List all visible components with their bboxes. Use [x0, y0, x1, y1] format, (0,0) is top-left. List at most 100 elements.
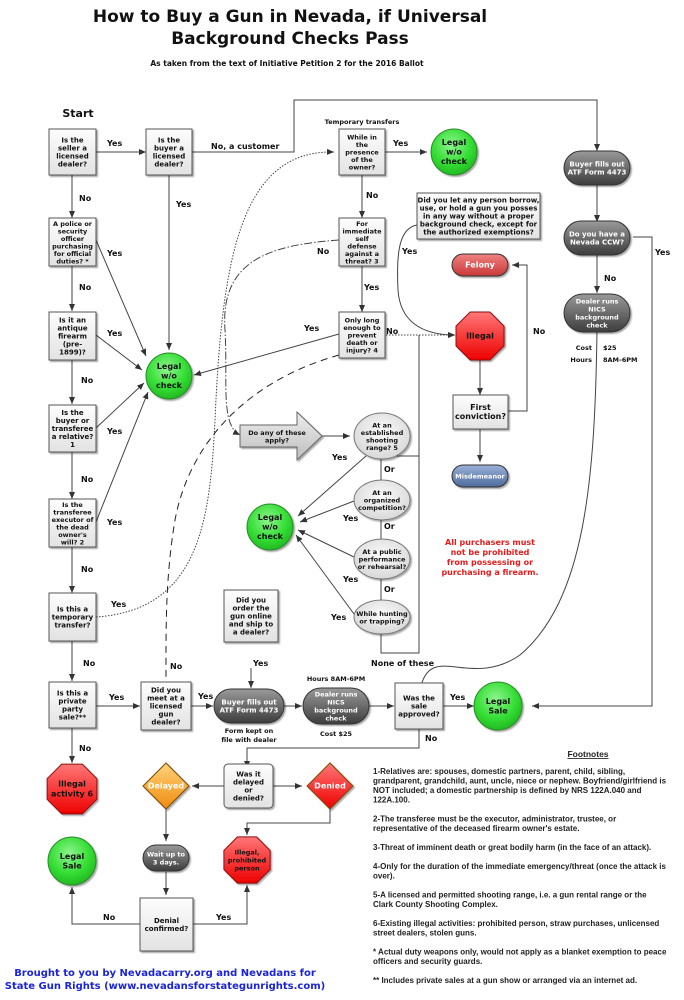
label-no: No	[425, 734, 438, 743]
node-hunting-shape	[353, 599, 411, 635]
node-any-apply-shape	[239, 410, 323, 462]
node-text: NICS	[588, 306, 606, 314]
node-self-defense-shape	[338, 217, 386, 267]
footer-line-1: Brought to you by Nevadacarry.org and Ne…	[14, 968, 316, 979]
node-misdemeanor[interactable]: Misdemeanor	[451, 464, 509, 488]
node-denied[interactable]: Denied	[306, 762, 354, 810]
node-text: Is the	[61, 137, 84, 145]
edge-hunting-legal	[295, 534, 355, 615]
node-text: Denied	[314, 782, 346, 791]
node-text: Nevada CCW?	[570, 239, 624, 247]
node-text: Legal	[258, 513, 283, 522]
node-misdemeanor-shape	[451, 464, 509, 488]
footnote-7-line: officers and security guards.	[373, 957, 482, 966]
node-private-sale-shape	[48, 681, 97, 729]
edge-denied-prohibited	[244, 809, 331, 835]
label-yes: Yes	[108, 693, 124, 702]
node-text: self	[355, 235, 369, 243]
node-text: Misdemeanor	[455, 473, 505, 481]
node-delayed[interactable]: Delayed	[142, 762, 190, 810]
node-text: activity 6	[51, 790, 93, 799]
footnote-8-line: ** Includes private sales at a gun show …	[373, 976, 637, 985]
footnotes-heading: Footnotes	[567, 749, 608, 759]
node-text: Did you	[151, 687, 181, 695]
node-text: ATF Form 4473	[220, 707, 279, 715]
edge-onlylong-legal	[193, 333, 340, 376]
label-no: No	[83, 659, 96, 668]
node-text: defense	[347, 242, 377, 250]
node-presence-shape	[338, 128, 386, 176]
node-text: check	[586, 322, 608, 330]
node-buyer-form-bottom-shape	[213, 688, 285, 724]
node-text: While hunting	[356, 610, 408, 618]
node-wait[interactable]: Wait up to3 days.	[142, 844, 190, 872]
label-no: No	[170, 662, 183, 671]
label-yes: Yes	[252, 659, 268, 668]
node-text: Did you	[236, 597, 266, 605]
footnote-1-line: NOT included; a domestic partnership is …	[373, 786, 642, 795]
node-text: NICS	[327, 699, 345, 707]
label-yes: Yes	[215, 913, 231, 922]
node-text: Legal	[442, 138, 467, 147]
node-text: 3 days.	[153, 859, 179, 867]
node-legal-sale-shape	[473, 681, 523, 731]
nics-bottom-hours: Hours 8AM-6PM	[307, 675, 365, 683]
node-text: owner's	[58, 531, 87, 539]
footnote-5-line: Clark County Shooting Complex.	[373, 900, 498, 909]
node-text: firearm	[58, 333, 87, 341]
node-text: and ship to	[229, 621, 273, 629]
node-text: antique	[57, 325, 87, 333]
node-text: Did you let any person borrow,	[418, 197, 540, 205]
footnote-1-line: 1-Relatives are: spouses, domestic partn…	[373, 767, 625, 776]
node-text: executor of	[52, 516, 94, 524]
node-temporary-transfer-shape	[48, 592, 97, 642]
node-felony[interactable]: Felony	[451, 253, 509, 277]
label-yes: Yes	[342, 575, 358, 584]
node-text: Only long	[345, 317, 380, 325]
node-text: death or	[346, 339, 378, 347]
node-illegal[interactable]: Illegal	[455, 311, 505, 361]
edge-police-legal	[95, 239, 147, 357]
label-yes: Yes	[401, 247, 417, 256]
node-police-officer[interactable]: A police orsecurityofficerpurchasingfor …	[48, 217, 97, 267]
node-text: transferee	[53, 508, 92, 516]
node-borrow-question[interactable]: Did you let any person borrow,use, or ho…	[416, 192, 541, 240]
node-ccw-shape	[563, 220, 631, 256]
node-text: owner?	[349, 164, 376, 172]
label-no: No	[79, 194, 92, 203]
label-no: No	[81, 376, 94, 385]
